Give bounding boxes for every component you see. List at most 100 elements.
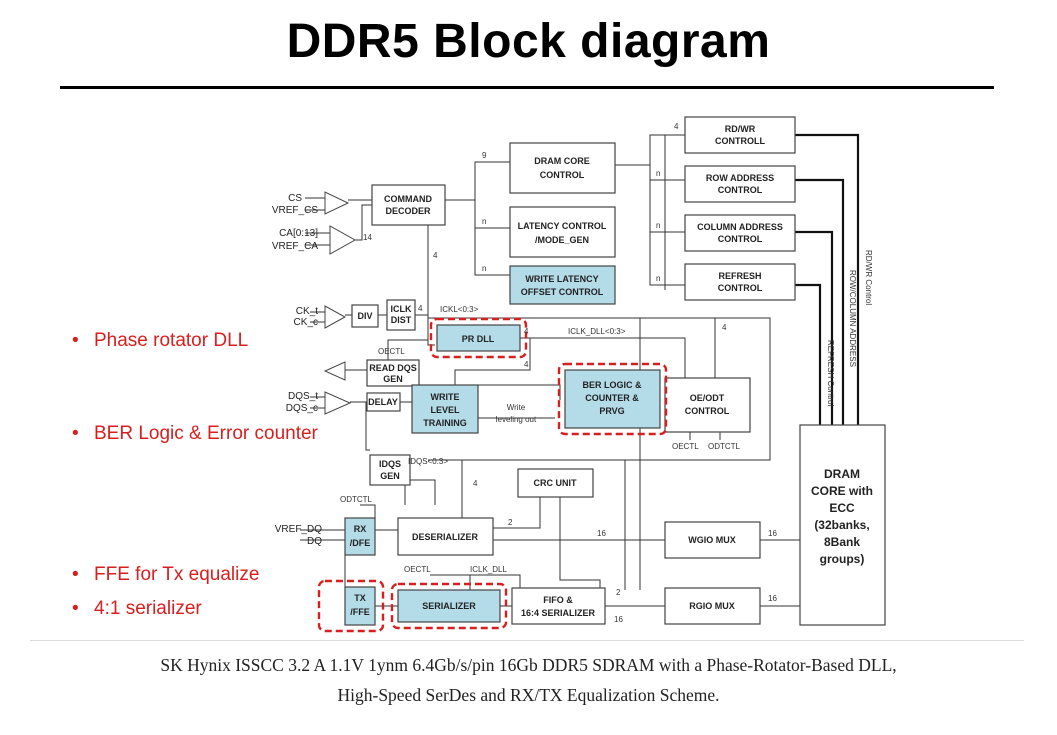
- svg-text:LEVEL: LEVEL: [430, 405, 460, 415]
- dqs-c-signal: DQS_c: [286, 403, 318, 414]
- serializer-highlight: [390, 582, 508, 630]
- write-level-training-block: WRITE LEVEL TRAINING: [411, 384, 479, 434]
- serializer-block: SERIALIZER: [397, 589, 501, 623]
- bus-width: 16: [597, 529, 606, 538]
- idqs-gen-block: IDQS GEN: [369, 454, 411, 486]
- rx-dfe-block: RX /DFE: [344, 517, 376, 556]
- svg-text:ECC: ECC: [829, 501, 855, 515]
- command-decoder-block: COMMAND DECODER: [371, 184, 446, 226]
- caption-divider: [30, 640, 1024, 641]
- boundary-line: [428, 317, 771, 461]
- svg-text:IDQS: IDQS: [379, 459, 401, 469]
- bus-width: 4: [674, 122, 679, 131]
- svg-text:WRITE: WRITE: [431, 392, 460, 402]
- bullet-item: •Phase rotator DLL: [72, 330, 249, 351]
- svg-text:DIST: DIST: [391, 315, 412, 325]
- svg-text:PR DLL: PR DLL: [462, 334, 495, 344]
- svg-text:BER LOGIC &: BER LOGIC &: [582, 380, 642, 390]
- svg-text:RGIO MUX: RGIO MUX: [689, 601, 735, 611]
- svg-text:OE/ODT: OE/ODT: [690, 393, 725, 403]
- bus-width: 16: [614, 615, 623, 624]
- idqs-bus-label: IDQS<0:3>: [408, 457, 448, 466]
- bus-width: 4: [524, 327, 529, 336]
- div-block: DIV: [351, 304, 379, 328]
- pr-dll-block: PR DLL: [436, 324, 521, 352]
- ca-signal: CA[0:13]: [279, 228, 318, 239]
- bus-width: 9: [482, 151, 487, 160]
- rdwr-control-vertical-label: RD/WR Control: [864, 250, 873, 305]
- row-column-address-vertical-label: ROW/COLUMN ADDRESS: [848, 270, 857, 367]
- read-dqs-gen-block: READ DQS GEN: [366, 359, 420, 387]
- svg-text:DRAM: DRAM: [824, 467, 860, 481]
- bus-width: n: [656, 169, 660, 178]
- svg-text:DESERIALIZER: DESERIALIZER: [412, 532, 479, 542]
- odtctl-rx-label: ODTCTL: [340, 495, 373, 504]
- column-address-control-block: COLUMN ADDRESS CONTROL: [684, 214, 796, 252]
- dram-core-control-block: DRAM CORE CONTROL: [509, 142, 616, 194]
- svg-text:COLUMN ADDRESS: COLUMN ADDRESS: [697, 222, 783, 232]
- vref-ca-signal: VREF_CA: [272, 241, 318, 252]
- bus-width: 4: [418, 304, 423, 313]
- bus-width: 4: [473, 479, 478, 488]
- svg-text:ROW ADDRESS: ROW ADDRESS: [706, 173, 774, 183]
- svg-text:/MODE_GEN: /MODE_GEN: [535, 235, 589, 245]
- oe-odt-control-block: OE/ODT CONTROL: [664, 377, 751, 433]
- svg-text:ICLK: ICLK: [391, 304, 412, 314]
- svg-text:GEN: GEN: [380, 471, 400, 481]
- pr-dll-highlight: [429, 317, 528, 359]
- bullet-item: •BER Logic & Error counter: [72, 423, 318, 444]
- svg-text:/DFE: /DFE: [350, 538, 371, 548]
- svg-text:DECODER: DECODER: [385, 206, 431, 216]
- ck-t-signal: CK_t: [296, 306, 318, 317]
- svg-text:(32banks,: (32banks,: [814, 518, 869, 532]
- svg-text:SERIALIZER: SERIALIZER: [422, 601, 476, 611]
- svg-text:FIFO &: FIFO &: [543, 595, 573, 605]
- iclk-bus-label: ICKL<0:3>: [440, 305, 479, 314]
- ber-logic-block: BER LOGIC & COUNTER & PRVG: [564, 369, 661, 429]
- bus-width: 4: [722, 323, 727, 332]
- bus-width: 16: [768, 594, 777, 603]
- iclk-dll-label: ICLK_DLL: [470, 565, 507, 574]
- write-latency-offset-control-block: WRITE LATENCY OFFSET CONTROL: [509, 265, 616, 305]
- svg-text:TX: TX: [354, 593, 366, 603]
- svg-text:WGIO MUX: WGIO MUX: [688, 535, 736, 545]
- iclk-dll-bus-label: ICLK_DLL<0:3>: [568, 327, 626, 336]
- rdwr-control-block: RD/WR CONTROLL: [684, 116, 796, 154]
- rgio-mux-block: RGIO MUX: [664, 587, 761, 625]
- dram-core-ecc-block: DRAM CORE with ECC (32banks, 8Bank group…: [799, 424, 886, 626]
- bus-width: n: [482, 264, 486, 273]
- svg-text:TRAINING: TRAINING: [423, 418, 467, 428]
- write-leveling-label-2: leveling out: [496, 415, 537, 424]
- ck-receiver: [324, 305, 347, 329]
- svg-text:CONTROL: CONTROL: [685, 406, 730, 416]
- bus-width: n: [482, 217, 486, 226]
- svg-text:CONTROL: CONTROL: [718, 185, 763, 195]
- svg-text:DELAY: DELAY: [368, 397, 398, 407]
- dq-signal: DQ: [307, 536, 322, 547]
- svg-text:/FFE: /FFE: [350, 607, 370, 617]
- delay-block: DELAY: [366, 392, 401, 412]
- caption-line: SK Hynix ISSCC 3.2 A 1.1V 1ynm 6.4Gb/s/p…: [160, 655, 897, 675]
- svg-text:CONTROL: CONTROL: [718, 234, 763, 244]
- oectl-bottom-label: OECTL: [404, 565, 431, 574]
- oectl-top-label: OECTL: [378, 347, 405, 356]
- svg-text:PRVG: PRVG: [599, 406, 624, 416]
- ca-receiver: [329, 225, 357, 255]
- deserializer-block: DESERIALIZER: [397, 517, 494, 556]
- svg-text:READ DQS: READ DQS: [369, 363, 417, 373]
- wgio-mux-block: WGIO MUX: [664, 521, 761, 559]
- cs-signal: CS: [288, 193, 302, 204]
- svg-text:COMMAND: COMMAND: [384, 194, 432, 204]
- svg-text:CORE with: CORE with: [811, 484, 873, 498]
- bus-width: 14: [363, 233, 372, 242]
- bus-width: 2: [616, 588, 621, 597]
- svg-text:GEN: GEN: [383, 374, 403, 384]
- bullet-item: •4:1 serializer: [72, 598, 202, 619]
- tx-ffe-highlight: [317, 579, 385, 633]
- svg-text:CONTROL: CONTROL: [540, 170, 585, 180]
- odtctl-out-label: ODTCTL: [708, 442, 741, 451]
- refresh-control-block: REFRESH CONTROL: [684, 263, 796, 301]
- latency-control-block: LATENCY CONTROL /MODE_GEN: [509, 206, 616, 258]
- svg-text:CONTROL: CONTROL: [718, 283, 763, 293]
- ddr5-block-diagram: COMMAND DECODER DRAM CORE CONTROL LATENC…: [272, 116, 886, 633]
